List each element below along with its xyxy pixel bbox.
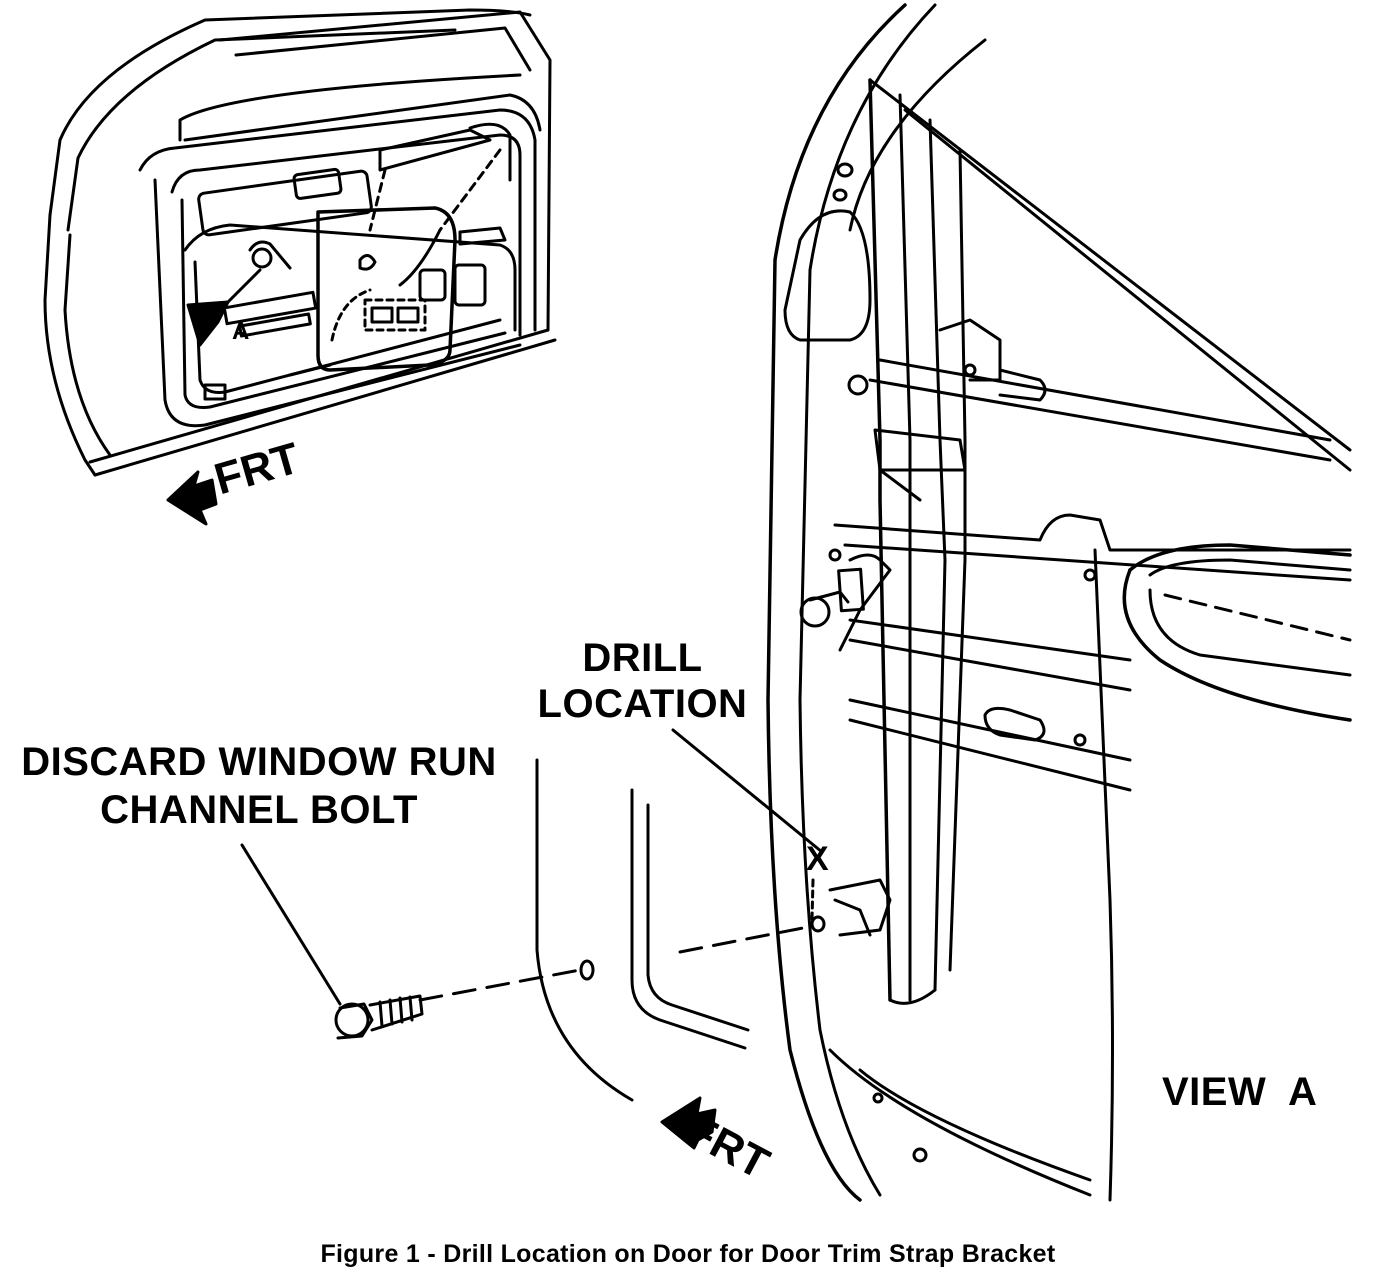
inset-view-letter: A <box>232 318 250 345</box>
discard-bolt-label: DISCARD WINDOW RUN CHANNEL BOLT <box>4 742 514 830</box>
discard-bolt-line2: CHANNEL BOLT <box>100 788 418 832</box>
view-a-door-section <box>242 5 1350 1200</box>
discard-bolt-line1: DISCARD WINDOW RUN <box>21 740 497 784</box>
drill-location-line2: LOCATION <box>537 682 748 726</box>
drill-x-mark: X <box>806 840 829 878</box>
window-run-channel-bolt <box>336 996 422 1038</box>
figure-caption: Figure 1 - Drill Location on Door for Do… <box>320 1240 1056 1268</box>
drill-location-line1: DRILL <box>582 636 703 680</box>
view-a-label: VIEW A <box>1162 1070 1318 1114</box>
drill-location-label: DRILL LOCATION <box>520 638 765 724</box>
door-overview-inset <box>45 10 555 524</box>
